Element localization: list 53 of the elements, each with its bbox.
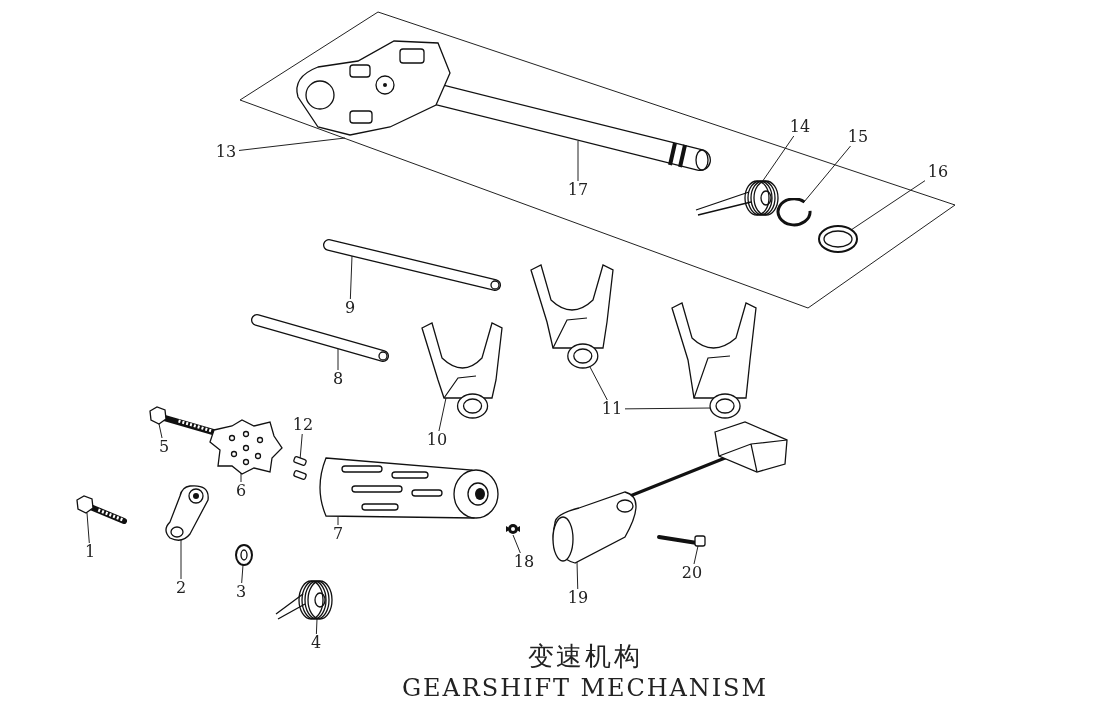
- callout-number: 18: [511, 553, 537, 571]
- caption: GEARSHIFT MECHANISM: [402, 672, 768, 703]
- rod-drawing: [250, 313, 390, 363]
- callout-number: 5: [151, 438, 177, 456]
- callout-number: 1: [77, 543, 103, 561]
- leader-line: [761, 135, 795, 183]
- washer-drawing: [234, 543, 254, 567]
- leader-line: [238, 137, 346, 151]
- callout-number: 12: [290, 416, 316, 434]
- leader-line: [577, 140, 579, 182]
- leader-line: [349, 255, 353, 300]
- callout-number: 13: [213, 143, 239, 161]
- leader-line: [803, 145, 851, 203]
- shift-fork-drawing: [668, 300, 760, 422]
- pin-drawing: [655, 532, 709, 550]
- leader-line: [158, 423, 163, 439]
- title: 变速机构: [527, 640, 643, 673]
- shift-fork-drawing: [527, 262, 617, 372]
- callout-number: 10: [424, 431, 450, 449]
- callout-number: 16: [925, 163, 951, 181]
- callout-number: 8: [325, 370, 351, 388]
- star-plate-drawing: [208, 418, 284, 476]
- callout-number: 19: [565, 589, 591, 607]
- washer-drawing: [817, 224, 859, 254]
- callout-number: 14: [787, 118, 813, 136]
- callout-number: 3: [228, 583, 254, 601]
- leader-line: [576, 561, 579, 590]
- leader-line: [589, 366, 608, 401]
- leader-line: [180, 539, 182, 580]
- leader-line: [315, 618, 318, 635]
- leader-line: [850, 180, 926, 231]
- pins-drawing: [291, 456, 309, 482]
- callout-number: 9: [337, 299, 363, 317]
- callout-number: 11: [599, 400, 625, 418]
- callout-number: 20: [679, 564, 705, 582]
- bolt-drawing: [74, 494, 128, 526]
- callout-number: 4: [303, 634, 329, 652]
- callout-number: 6: [228, 482, 254, 500]
- callout-number: 2: [168, 579, 194, 597]
- leader-line: [438, 397, 447, 432]
- clip-drawing: [505, 521, 521, 537]
- leader-line: [512, 534, 521, 554]
- callout-number: 15: [845, 128, 871, 146]
- rod-drawing: [322, 238, 502, 292]
- callout-number: 17: [565, 181, 591, 199]
- shift-fork-drawing: [418, 320, 506, 422]
- leader-line: [241, 564, 244, 584]
- leader-line: [240, 472, 242, 483]
- leader-line: [693, 545, 699, 565]
- callout-number: 7: [325, 525, 351, 543]
- leader-line: [86, 512, 90, 544]
- leader-line: [337, 516, 339, 526]
- leader-line: [337, 348, 339, 371]
